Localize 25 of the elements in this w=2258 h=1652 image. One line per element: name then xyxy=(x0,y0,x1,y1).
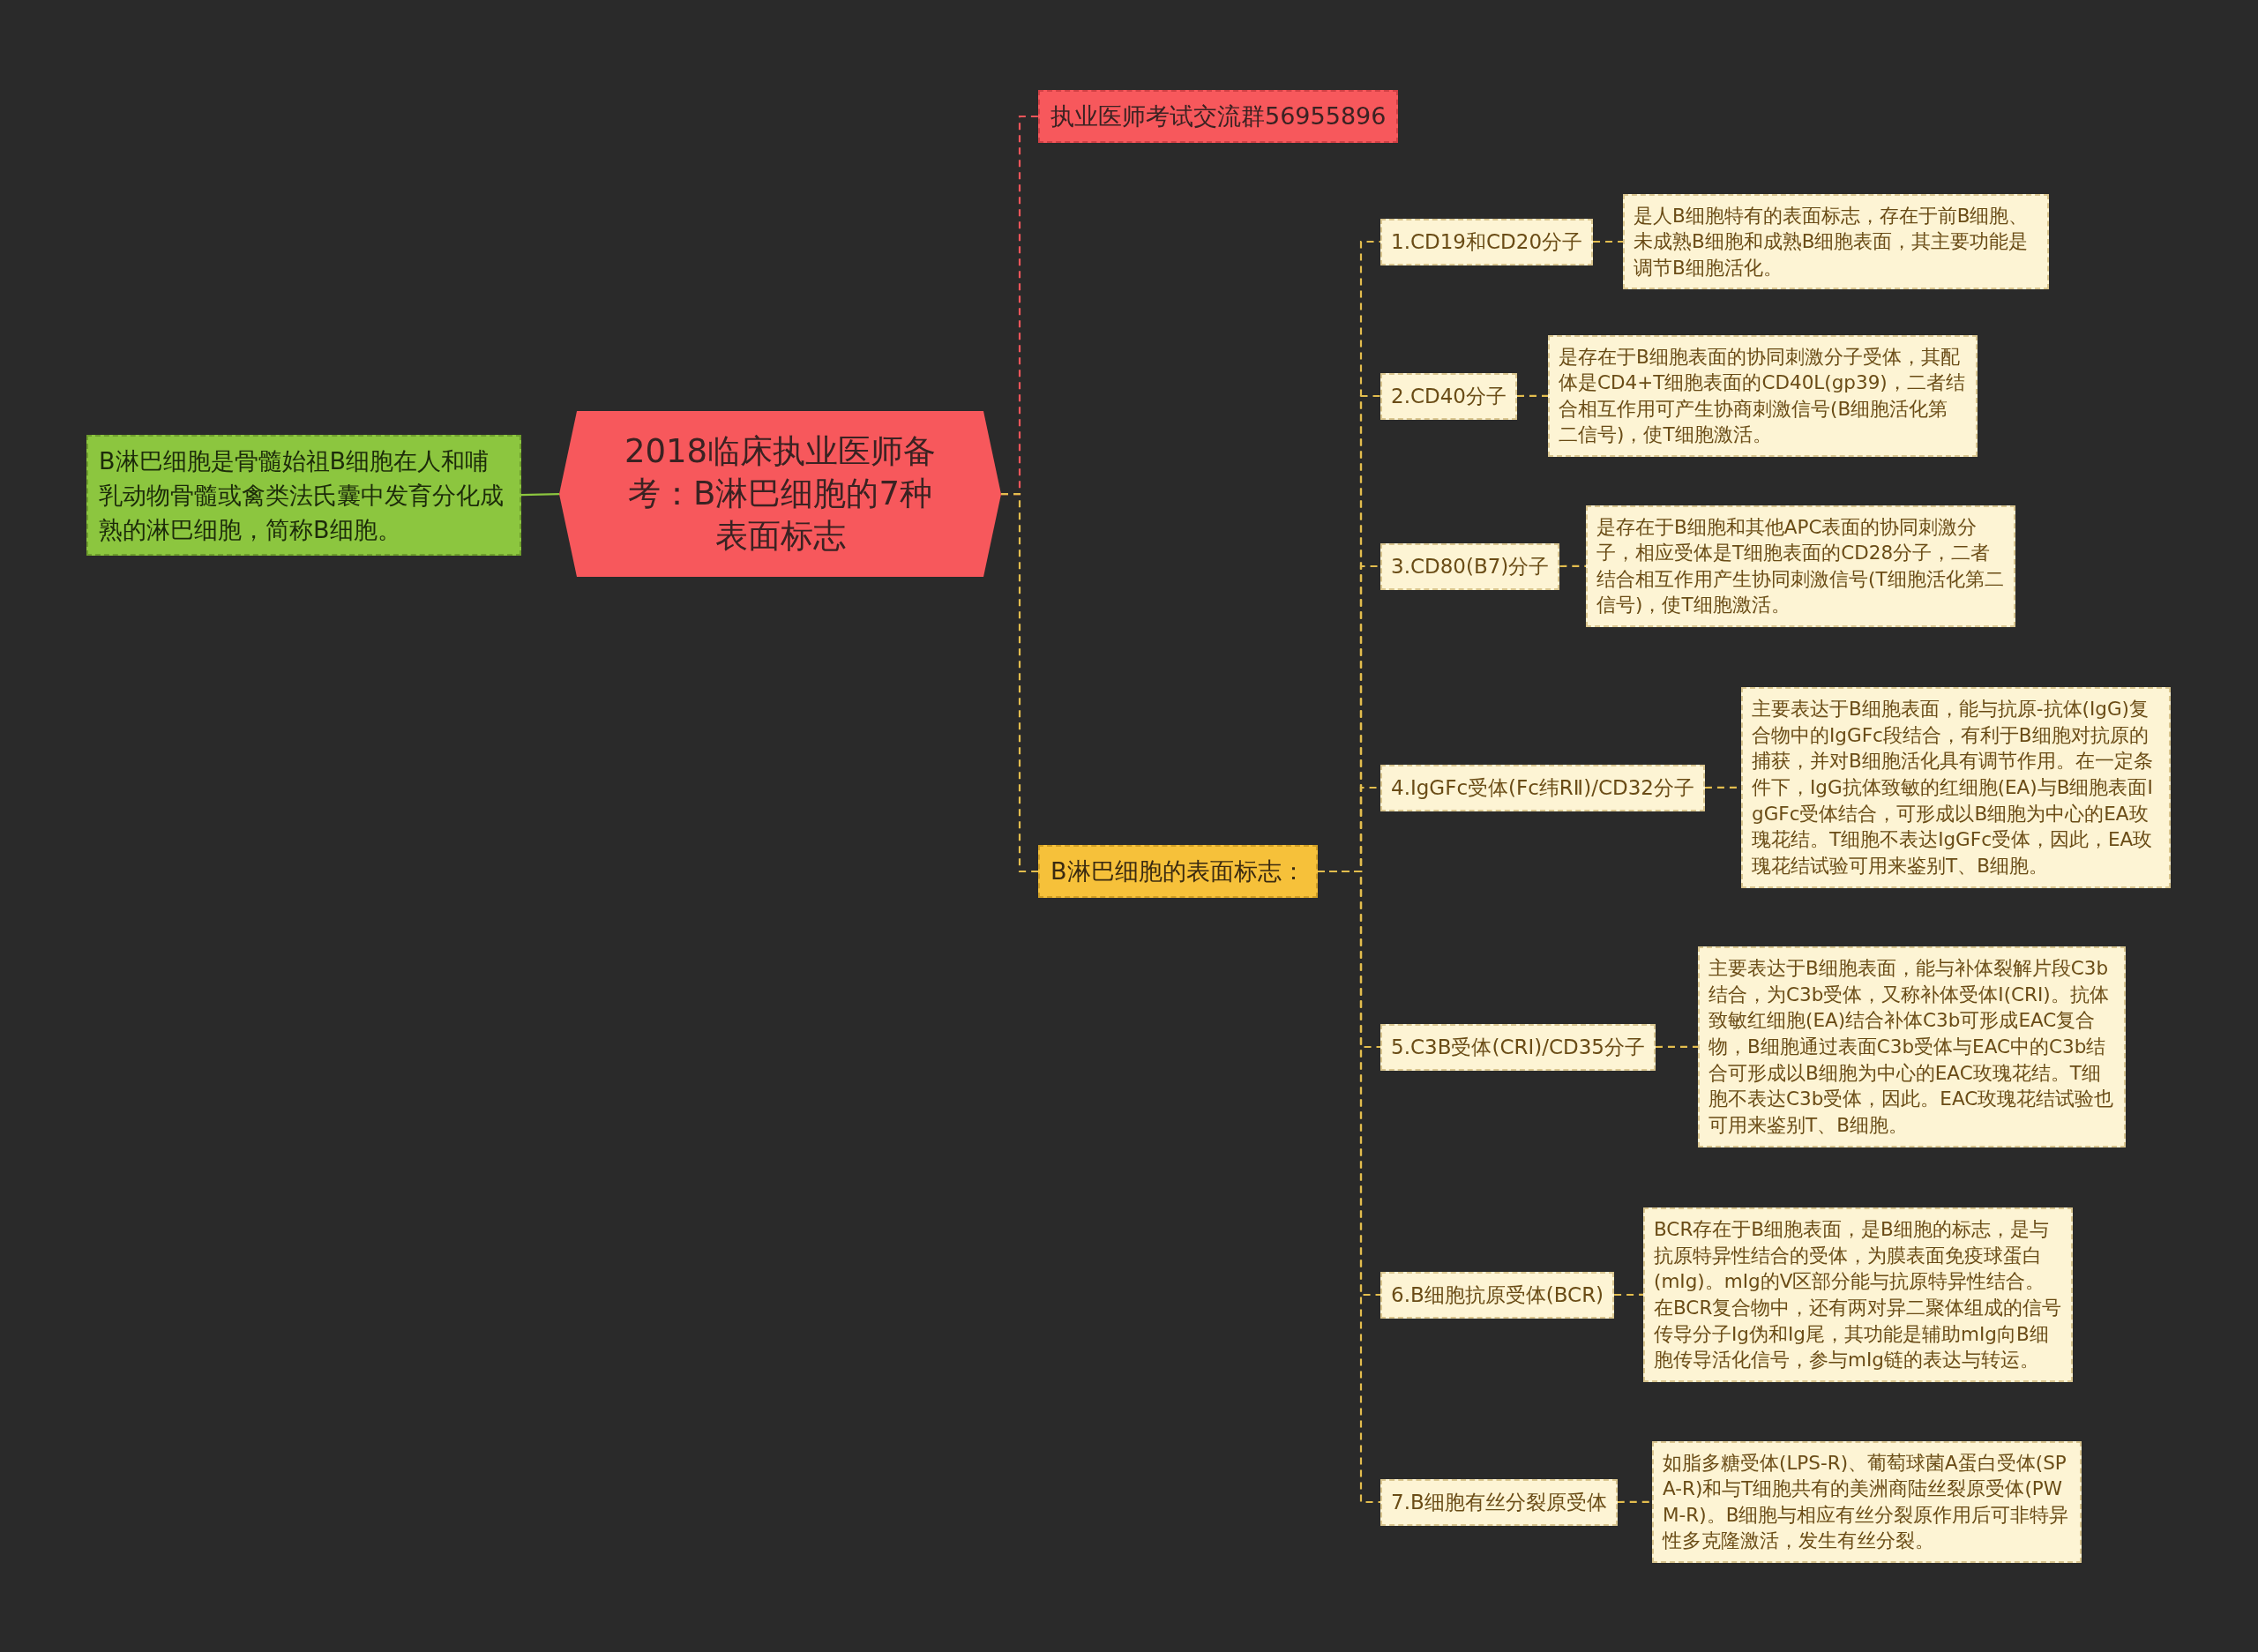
description-box: 是人B细胞特有的表面标志，存在于前B细胞、未成熟B细胞和成熟B细胞表面，其主要功能是调节B细胞活化。 xyxy=(1623,193,2049,290)
topic-box: B淋巴细胞的表面标志： xyxy=(1038,845,1318,898)
subtopic-box: 4.IgGFc受体(Fc纬RⅡ)/CD32分子 xyxy=(1380,764,1705,811)
description-box: 如脂多糖受体(LPS-R)、葡萄球菌A蛋白受体(SPA-R)和与T细胞共有的美洲商陆丝裂原受体(PWM-R)。B细胞与相应有丝分裂原作用后可非特异性多克隆激活，发生有丝分裂。 xyxy=(1652,1440,2082,1564)
connector-line xyxy=(1516,394,1548,398)
description-box: 主要表达于B细胞表面，能与补体裂解片段C3b结合，为C3b受体，又称补体受体Ⅰ(CRⅠ)。抗体致敏红细胞(EA)结合补体C3b可形成EAC复合物，B细胞通过表面C3b受体与EAC中的C3b结合可形成以B细胞为中心的EAC玫瑰花结。T细胞不表达C3b受体，因此。EAC玫瑰花结试验也可用来鉴别T、B细胞。 xyxy=(1698,946,2126,1147)
description-box: 主要表达于B细胞表面，能与抗原-抗体(IgG)复合物中的IgGFc段结合，有利于B细胞对抗原的捕获，并对B细胞活化具有调节作用。在一定条件下，IgG抗体致敏的红细胞(EA)与B细胞表面IgGFc受体结合，可形成以B细胞为中心的EA玫瑰花结。T细胞不表达IgGFc受体，因此，EA玫瑰花结试验可用来鉴别T、B细胞。 xyxy=(1741,687,2171,888)
connector-line xyxy=(520,493,560,497)
subtopic-box: 2.CD40分子 xyxy=(1380,372,1517,420)
connector-line xyxy=(1001,493,1038,873)
subtopic-box: 7.B细胞有丝分裂原受体 xyxy=(1380,1478,1618,1526)
description-box: 是存在于B细胞和其他APC表面的协同刺激分子，相应受体是T细胞表面的CD28分子，二者结合相互作用产生协同刺激信号(T细胞活化第二信号)，使T细胞激活。 xyxy=(1586,505,2015,628)
topic-box: 执业医师考试交流群56955896 xyxy=(1038,90,1399,143)
description-box: 是存在于B细胞表面的协同刺激分子受体，其配体是CD4+T细胞表面的CD40L(gp39)，二者结合相互作用可产生协商刺激信号(B细胞活化第二信号)，使T细胞激活。 xyxy=(1548,334,1978,458)
description-box: BCR存在于B细胞表面，是B细胞的标志，是与抗原特异性结合的受体，为膜表面免疫球蛋白(mIg)。mIg的V区部分能与抗原特异性结合。在BCR复合物中，还有两对异二聚体组成的信号传导分子Ig伪和Ig尾，其功能是辅助mIg向B细胞传导活化信号，参与mIg链的表达与转运。 xyxy=(1643,1207,2073,1382)
connector-line xyxy=(1617,1500,1652,1504)
subtopic-box: 6.B细胞抗原受体(BCR) xyxy=(1380,1271,1615,1319)
connector-line xyxy=(1593,240,1623,243)
subtopic-box: 1.CD19和CD20分子 xyxy=(1380,218,1594,265)
note-box: B淋巴细胞是骨髓始祖B细胞在人和哺乳动物骨髓或禽类法氏囊中发育分化成熟的淋巴细胞，简称B细胞。 xyxy=(86,434,521,556)
connector-line xyxy=(1614,1293,1643,1297)
connector-line xyxy=(1655,1045,1698,1049)
subtopic-box: 3.CD80(B7)分子 xyxy=(1380,542,1560,590)
subtopic-box: 5.C3B受体(CRⅠ)/CD35分子 xyxy=(1380,1023,1656,1071)
connector-line xyxy=(1559,564,1586,568)
